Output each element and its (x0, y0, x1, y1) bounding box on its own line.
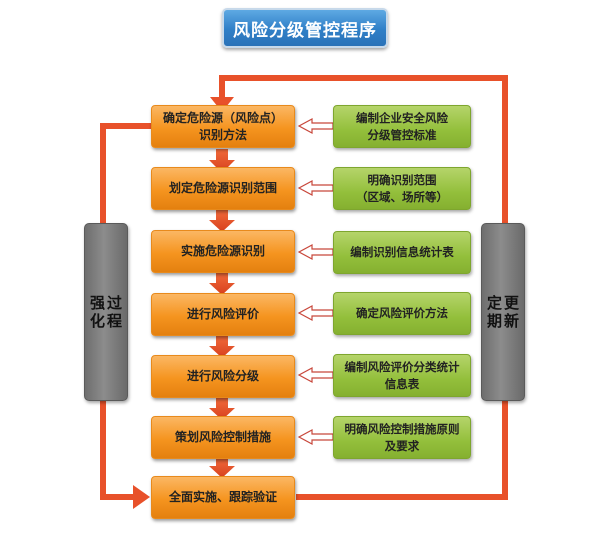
step-line: 确定危险源（风险点） (162, 110, 283, 125)
step-line: 策划风险控制措施 (174, 430, 271, 444)
side-char: 定 (486, 294, 502, 312)
note-line: 编制企业安全风险 (356, 110, 448, 125)
side-column: 定期 (487, 294, 502, 330)
note-evaluation-method: 确定风险评价方法 (333, 292, 471, 335)
step-risk-evaluation: 进行风险评价 (151, 293, 295, 336)
down-arrow-6 (209, 458, 235, 478)
note-line: 明确识别范围 (367, 172, 437, 187)
note-line: 及要求 (384, 438, 420, 453)
side-column: 更新 (504, 294, 519, 330)
step-line: 划定危险源识别范围 (168, 181, 277, 195)
note-arrow-1 (297, 117, 334, 135)
down-arrow-2 (209, 210, 235, 232)
note-classification-table: 编制风险评价分类统计 信息表 (333, 354, 471, 397)
note-line: 信息表 (384, 376, 420, 391)
step-identify-method: 确定危险源（风险点） 识别方法 (151, 105, 295, 148)
down-arrows (209, 149, 235, 478)
step-risk-grading: 进行风险分级 (151, 355, 295, 398)
note-control-principles: 明确风险控制措施原则 及要求 (333, 416, 471, 459)
down-arrow-4 (209, 336, 235, 358)
side-column: 强化 (90, 294, 105, 330)
note-standard: 编制企业安全风险 分级管控标准 (333, 105, 471, 148)
update-loop-line (219, 75, 508, 500)
side-char: 程 (107, 312, 123, 330)
side-char: 化 (89, 312, 105, 330)
note-line: 编制风险评价分类统计 (344, 359, 460, 374)
note-scope: 明确识别范围 （区域、场所等） (333, 167, 471, 210)
side-column: 过程 (107, 294, 122, 330)
note-line: 确定风险评价方法 (356, 306, 448, 320)
diagram-title: 风险分级管控程序 (222, 8, 388, 48)
note-line: 明确风险控制措施原则 (344, 421, 460, 436)
note-arrow-4 (297, 304, 334, 322)
note-line: 编制识别信息统计表 (350, 245, 454, 259)
side-char: 新 (504, 312, 520, 330)
update-loop-arrowhead (210, 97, 234, 112)
side-char: 期 (486, 312, 502, 330)
note-arrow-6 (297, 428, 334, 446)
side-label-periodic-update: 定期 更新 (481, 223, 525, 401)
side-char: 过 (107, 294, 123, 312)
step-line: 进行风险评价 (186, 307, 259, 321)
step-line: 全面实施、跟踪验证 (168, 490, 277, 504)
step-line: 识别方法 (198, 127, 247, 142)
down-arrow-3 (209, 273, 235, 295)
step-plan-controls: 策划风险控制措施 (151, 416, 295, 459)
step-implement-identification: 实施危险源识别 (151, 230, 295, 273)
step-line: 实施危险源识别 (180, 244, 265, 258)
note-line: 分级管控标准 (367, 127, 437, 142)
step-implement-verify: 全面实施、跟踪验证 (151, 476, 295, 519)
side-char: 强 (89, 294, 105, 312)
step-line: 进行风险分级 (186, 369, 259, 383)
side-char: 更 (504, 294, 520, 312)
note-arrows (297, 117, 334, 446)
note-arrow-5 (297, 366, 334, 384)
side-label-enhance-process: 强化 过程 (84, 223, 128, 401)
down-arrow-5 (209, 398, 235, 420)
down-arrow-1 (209, 149, 235, 173)
note-arrow-2 (297, 179, 334, 197)
note-identification-table: 编制识别信息统计表 (333, 231, 471, 274)
enhance-loop-arrowhead (133, 485, 150, 509)
note-line: （区域、场所等） (356, 189, 448, 204)
note-arrow-3 (297, 243, 334, 261)
step-define-scope: 划定危险源识别范围 (151, 167, 295, 210)
